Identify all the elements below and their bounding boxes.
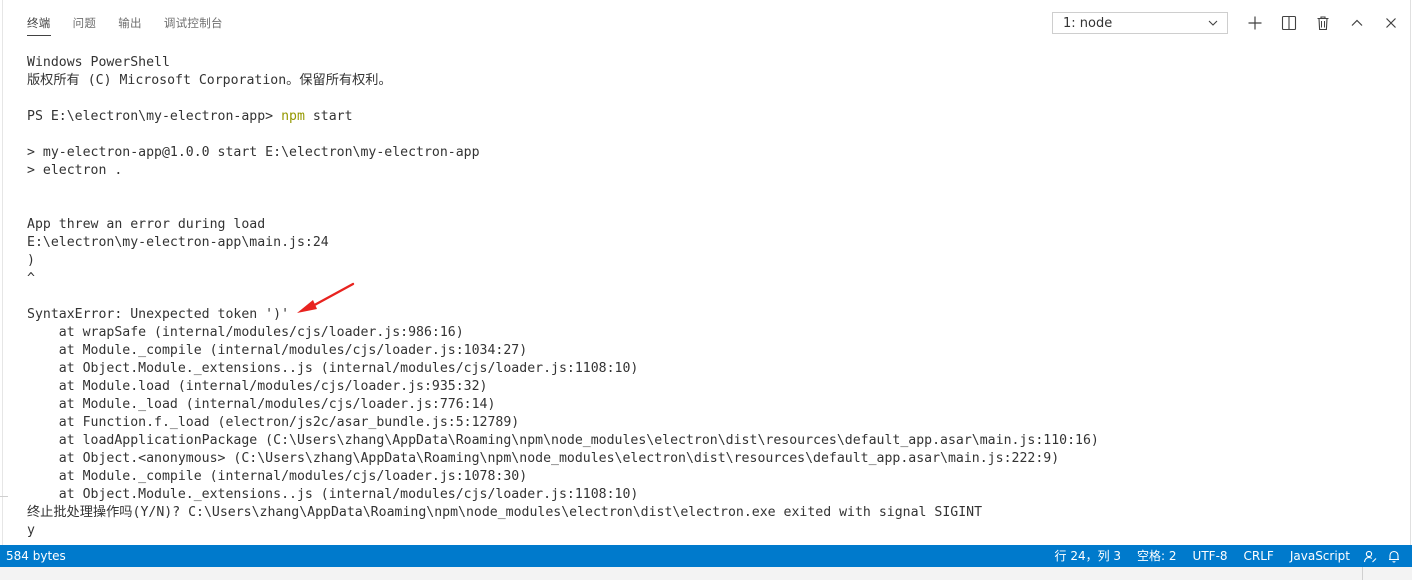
terminal-line-text: ) bbox=[27, 253, 35, 268]
terminal-line-text: ^ bbox=[27, 271, 35, 286]
terminal-line: Windows PowerShell bbox=[27, 54, 1397, 72]
terminal-line: at Object.Module._extensions..js (intern… bbox=[27, 486, 1397, 504]
bottom-strip-divider bbox=[1362, 567, 1363, 580]
terminal-line-text: at loadApplicationPackage (C:\Users\zhan… bbox=[27, 433, 1099, 448]
red-arrow-icon bbox=[297, 282, 355, 313]
terminal-line-text: App threw an error during load bbox=[27, 217, 266, 232]
status-left: 584 bytes bbox=[0, 545, 74, 567]
feedback-icon[interactable] bbox=[1358, 545, 1382, 567]
status-eol[interactable]: CRLF bbox=[1243, 549, 1274, 563]
chevron-down-icon bbox=[1207, 17, 1219, 29]
trash-icon bbox=[1317, 16, 1329, 31]
terminal-output[interactable]: Windows PowerShell 版权所有 (C) Microsoft Cor… bbox=[27, 54, 1397, 540]
terminal-line-text: SyntaxError: Unexpected token ')' bbox=[27, 307, 290, 322]
terminal-line: at Module._compile (internal/modules/cjs… bbox=[27, 468, 1397, 486]
bottom-strip bbox=[0, 567, 1412, 580]
terminal-line: y bbox=[27, 522, 1397, 540]
status-file-size[interactable]: 584 bytes bbox=[6, 549, 66, 563]
split-icon bbox=[1281, 15, 1297, 31]
status-encoding[interactable]: UTF-8 bbox=[1192, 549, 1228, 563]
terminal-line-text: at Object.Module._extensions..js (intern… bbox=[27, 487, 639, 502]
terminal-line: > electron . bbox=[27, 162, 1397, 180]
bell-icon[interactable] bbox=[1382, 545, 1406, 567]
panel-actions: 1: node bbox=[1052, 8, 1408, 38]
status-language[interactable]: JavaScript bbox=[1289, 549, 1350, 563]
terminal-line: ^ bbox=[27, 270, 1397, 288]
terminal-line-text: 版权所有 (C) Microsoft Corporation。保留所有权利。 bbox=[27, 73, 392, 88]
terminal-select-value: 1: node bbox=[1063, 15, 1113, 31]
maximize-panel-button[interactable] bbox=[1340, 12, 1374, 34]
terminal-line: at Module.load (internal/modules/cjs/loa… bbox=[27, 378, 1397, 396]
panel-tabs: 终端 问题 输出 调试控制台 bbox=[8, 8, 245, 38]
terminal-line-text: > electron . bbox=[27, 163, 123, 178]
terminal-line: at Object.<anonymous> (C:\Users\zhang\Ap… bbox=[27, 450, 1397, 468]
terminal-line: at Object.Module._extensions..js (intern… bbox=[27, 360, 1397, 378]
terminal-line-text: at Function.f._load (electron/js2c/asar_… bbox=[27, 415, 520, 430]
plus-icon bbox=[1248, 16, 1262, 30]
chevron-up-icon bbox=[1351, 19, 1363, 26]
terminal-line: at loadApplicationPackage (C:\Users\zhan… bbox=[27, 432, 1397, 450]
status-indentation[interactable]: 空格: 2 bbox=[1137, 549, 1177, 563]
terminal-select[interactable]: 1: node bbox=[1052, 12, 1228, 34]
terminal-line: at wrapSafe (internal/modules/cjs/loader… bbox=[27, 324, 1397, 342]
terminal-line: > my-electron-app@1.0.0 start E:\electro… bbox=[27, 144, 1397, 162]
terminal-line bbox=[27, 198, 1397, 216]
new-terminal-button[interactable] bbox=[1238, 12, 1272, 34]
terminal-command: npm bbox=[281, 109, 305, 124]
split-terminal-button[interactable] bbox=[1272, 12, 1306, 34]
terminal-line: at Module._load (internal/modules/cjs/lo… bbox=[27, 396, 1397, 414]
terminal-line-text: at Object.Module._extensions..js (intern… bbox=[27, 361, 639, 376]
terminal-line bbox=[27, 288, 1397, 306]
terminal-line-text: at Object.<anonymous> (C:\Users\zhang\Ap… bbox=[27, 451, 1060, 466]
terminal-line: at Function.f._load (electron/js2c/asar_… bbox=[27, 414, 1397, 432]
terminal-line-text: at Module.load (internal/modules/cjs/loa… bbox=[27, 379, 488, 394]
tab-output[interactable]: 输出 bbox=[118, 16, 142, 30]
close-icon bbox=[1386, 18, 1396, 28]
status-cursor-position[interactable]: 行 24，列 3 bbox=[1054, 549, 1122, 563]
tab-problems[interactable]: 问题 bbox=[72, 16, 97, 30]
panel-header: 终端 问题 输出 调试控制台 1: node bbox=[8, 8, 1408, 38]
terminal-line bbox=[27, 90, 1397, 108]
editor-gutter-line bbox=[2, 0, 3, 545]
tab-debug-console[interactable]: 调试控制台 bbox=[163, 16, 223, 30]
terminal-line-text: at wrapSafe (internal/modules/cjs/loader… bbox=[27, 325, 464, 340]
terminal-line: E:\electron\my-electron-app\main.js:24 bbox=[27, 234, 1397, 252]
terminal-line: ) bbox=[27, 252, 1397, 270]
terminal-line bbox=[27, 126, 1397, 144]
terminal-line-text: E:\electron\my-electron-app\main.js:24 bbox=[27, 235, 329, 250]
kill-terminal-button[interactable] bbox=[1306, 12, 1340, 34]
terminal-line-text: at Module._compile (internal/modules/cjs… bbox=[27, 343, 528, 358]
terminal-line-text: > my-electron-app@1.0.0 start E:\electro… bbox=[27, 145, 480, 160]
terminal-line: SyntaxError: Unexpected token ')' bbox=[27, 306, 1397, 324]
terminal-line-text: y bbox=[27, 523, 35, 538]
editor-remnant bbox=[0, 0, 1412, 8]
terminal-line: 版权所有 (C) Microsoft Corporation。保留所有权利。 bbox=[27, 72, 1397, 90]
terminal-line: at Module._compile (internal/modules/cjs… bbox=[27, 342, 1397, 360]
terminal-line-text: Windows PowerShell bbox=[27, 55, 170, 70]
terminal-line bbox=[27, 180, 1397, 198]
editor-gutter-mark bbox=[0, 496, 8, 497]
terminal-line-text: at Module._load (internal/modules/cjs/lo… bbox=[27, 397, 496, 412]
terminal-line-text: PS E:\electron\my-electron-app> bbox=[27, 109, 282, 124]
terminal-command-args: start bbox=[304, 109, 353, 124]
terminal-line-text: 终止批处理操作吗(Y/N)? C:\Users\zhang\AppData\Ro… bbox=[27, 505, 983, 520]
status-bar: 584 bytes 行 24，列 3 空格: 2 UTF-8 CRLF Java… bbox=[0, 545, 1412, 567]
close-panel-button[interactable] bbox=[1374, 12, 1408, 34]
terminal-line: 终止批处理操作吗(Y/N)? C:\Users\zhang\AppData\Ro… bbox=[27, 504, 1397, 522]
terminal-line: App threw an error during load bbox=[27, 216, 1397, 234]
terminal-line: PS E:\electron\my-electron-app> npm star… bbox=[27, 108, 1397, 126]
tab-terminal[interactable]: 终端 bbox=[27, 8, 51, 38]
status-right: 行 24，列 3 空格: 2 UTF-8 CRLF JavaScript bbox=[1047, 545, 1412, 567]
terminal-line-text: at Module._compile (internal/modules/cjs… bbox=[27, 469, 528, 484]
panel-right-edge bbox=[1410, 0, 1411, 545]
